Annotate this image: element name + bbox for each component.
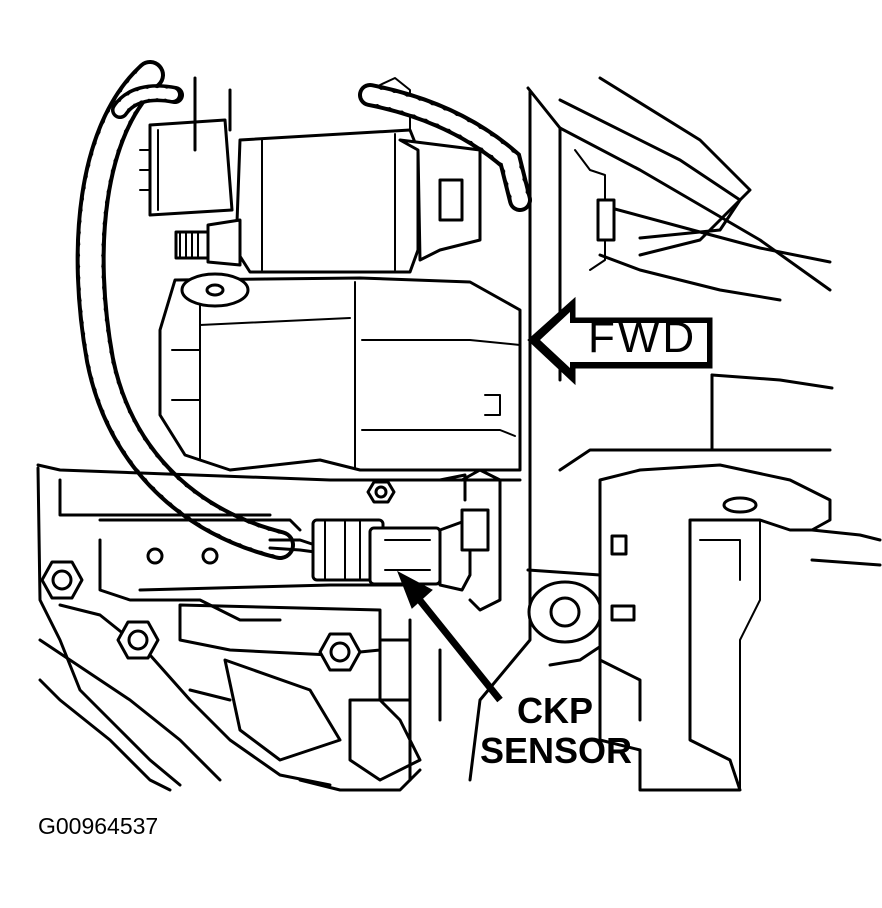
figure-id: G00964537 [38,813,159,839]
bolt-center [318,632,362,672]
frame-rails [468,76,834,782]
bolt-left [40,560,84,600]
bolt-upper [366,480,396,504]
ckp-callout-line-1: CKP [517,690,594,731]
transaxle-case [36,463,522,792]
left-arrow-icon [527,296,713,386]
ckp-callout-line-2: SENSOR [480,730,633,771]
bolts [40,480,396,672]
wiring-harness [75,60,532,560]
forward-direction-label: FWD [588,313,698,362]
leader-arrow-icon [397,570,503,703]
ckp-sensor-assembly [268,468,612,667]
mount-bracket [598,463,882,792]
bolt-center-left [116,620,160,660]
starter-motor [139,77,522,472]
